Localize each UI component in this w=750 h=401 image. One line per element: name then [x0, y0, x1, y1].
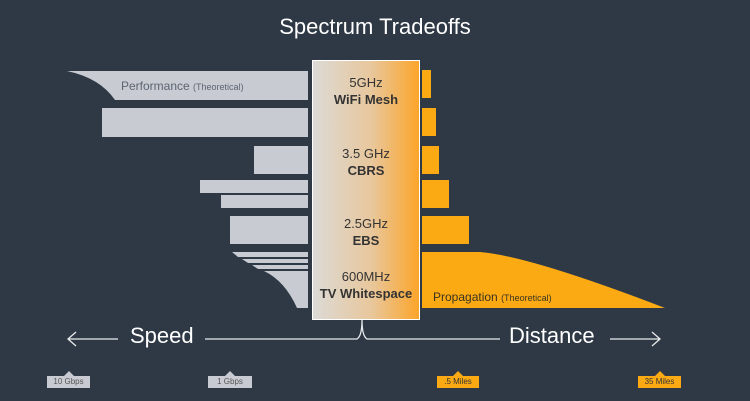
performance-bars	[67, 71, 308, 308]
marker-text: 1 Gbps	[217, 377, 243, 386]
propagation-bar-1	[422, 70, 431, 98]
left-arrow-icon	[67, 331, 118, 347]
band-name: CBRS	[347, 163, 385, 178]
performance-bar-1	[67, 71, 308, 100]
diagram-title: Spectrum Tradeoffs	[279, 14, 471, 39]
band-freq: 5GHz	[349, 75, 383, 90]
band-name: TV Whitespace	[319, 286, 413, 301]
band-freq: 2.5GHz	[343, 216, 389, 231]
performance-note: (Theoretical)	[193, 82, 244, 92]
performance-label: Performance (Theoretical)	[121, 79, 244, 93]
performance-text: Performance	[121, 79, 190, 93]
speed-line	[205, 319, 500, 340]
performance-bar-6	[230, 216, 308, 244]
propagation-bar-4	[422, 180, 449, 208]
performance-bar-10	[264, 271, 308, 308]
performance-bar-2	[102, 108, 308, 137]
marker-text: 35 Miles	[644, 377, 675, 386]
marker-1gbps: 1 Gbps	[208, 371, 252, 388]
band-name: WiFi Mesh	[333, 92, 399, 107]
axis-lines	[67, 319, 661, 347]
band-freq: 3.5 GHz	[342, 146, 390, 161]
performance-bar-3	[254, 146, 308, 174]
performance-bar-8	[242, 259, 308, 263]
performance-bar-4	[200, 180, 308, 193]
marker-text: .5 Miles	[444, 377, 472, 386]
distance-axis-label: Distance	[509, 323, 595, 348]
marker-10gbps: 10 Gbps	[47, 371, 90, 388]
propagation-bar-5	[422, 216, 469, 244]
propagation-bar-2	[422, 108, 436, 136]
propagation-label: Propagation (Theoretical)	[433, 290, 552, 304]
propagation-bar-3	[422, 146, 439, 174]
marker-text: 10 Gbps	[53, 377, 84, 386]
marker-35-miles: 35 Miles	[638, 371, 681, 388]
speed-axis-label: Speed	[130, 323, 194, 348]
band-tv-whitespace: 600MHz TV Whitespace	[313, 268, 419, 302]
propagation-text: Propagation	[433, 290, 498, 304]
right-arrow-icon	[610, 331, 661, 347]
propagation-bar-6	[422, 252, 665, 308]
propagation-bars	[422, 70, 665, 308]
performance-bar-9	[252, 265, 308, 269]
band-freq: 600MHz	[341, 269, 391, 284]
performance-bar-5	[221, 195, 308, 208]
propagation-note: (Theoretical)	[501, 293, 552, 303]
performance-bar-7	[232, 252, 308, 257]
marker-half-mile: .5 Miles	[437, 371, 479, 388]
band-name: EBS	[352, 233, 380, 248]
